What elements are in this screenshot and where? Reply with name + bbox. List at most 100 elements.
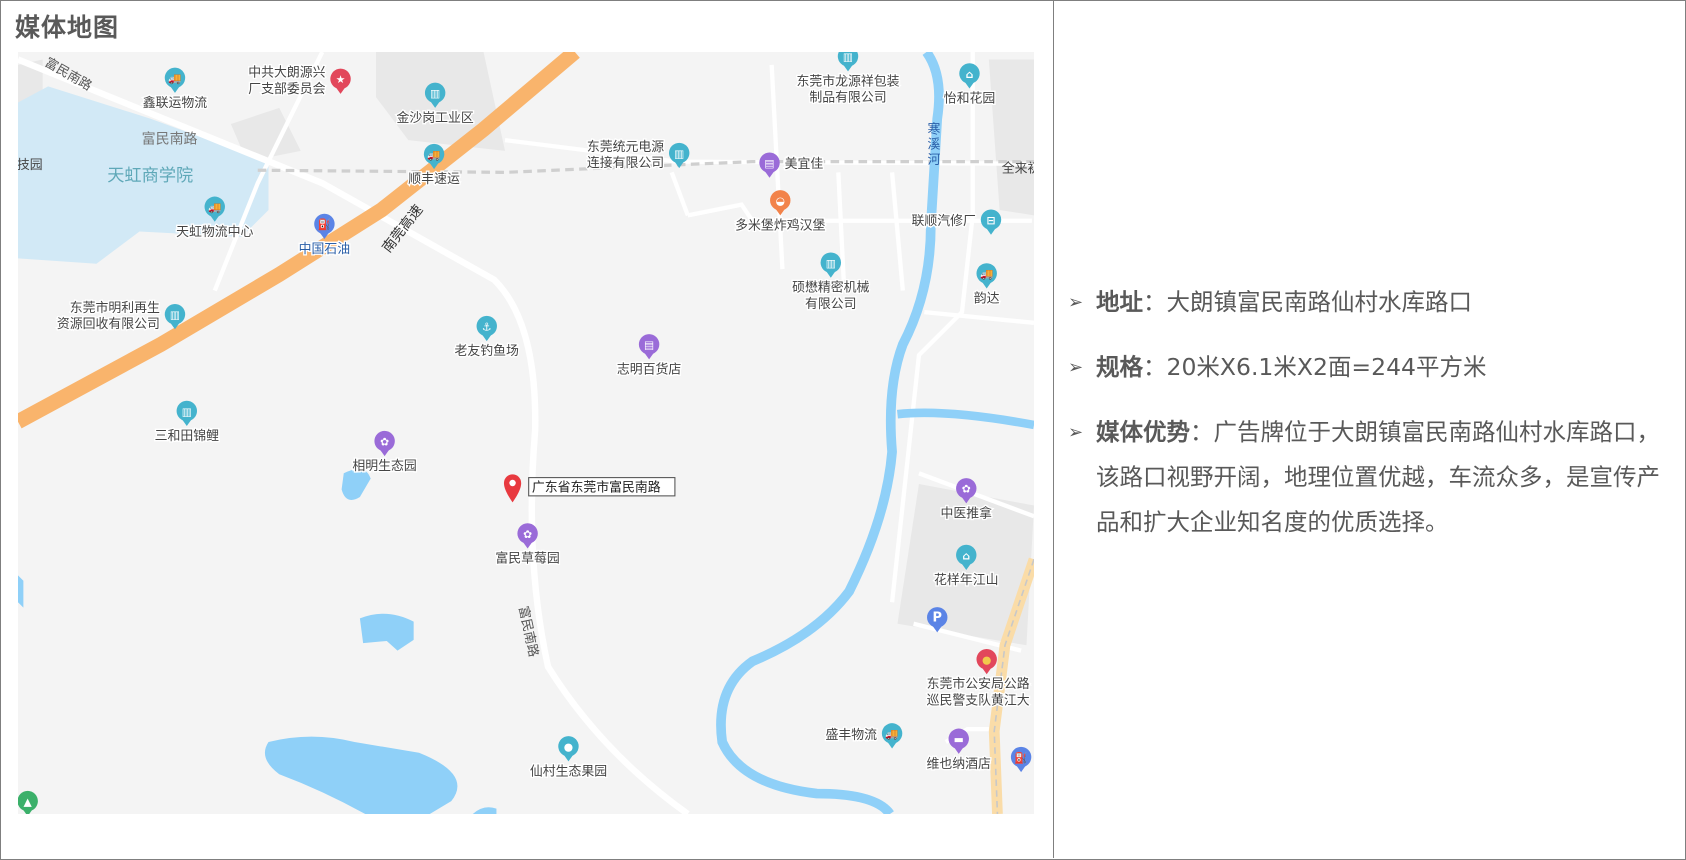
house-icon bbox=[956, 544, 977, 566]
info-address: ➢ 地址：大朗镇富民南路仙村水库路口 bbox=[1068, 280, 1668, 325]
poi-building[interactable]: ▥三和田锦鲤 bbox=[153, 400, 220, 445]
poi-star[interactable]: ★中共大朗源兴厂支部委员会 bbox=[247, 64, 351, 98]
truck-icon bbox=[976, 263, 997, 284]
P-icon bbox=[927, 607, 948, 628]
poi-car[interactable]: ⊟ 联顺汽修厂 bbox=[910, 209, 1002, 235]
poi-label: 鑫联运物流 bbox=[143, 95, 208, 111]
arrow-bullet-icon: ➢ bbox=[1068, 422, 1084, 443]
info-label: 媒体优势 bbox=[1096, 418, 1190, 446]
star-icon bbox=[330, 68, 351, 90]
building-glyph: ▥ bbox=[182, 405, 192, 418]
poi-label: 仙村生态果园 bbox=[530, 764, 607, 779]
info-sep: ： bbox=[1190, 418, 1214, 446]
area-label: 技园 bbox=[18, 158, 43, 173]
poi-house[interactable]: ⌂ 花样年江山 bbox=[933, 544, 1000, 589]
park-icon bbox=[374, 430, 395, 452]
red-pin-icon bbox=[503, 474, 522, 503]
area-label: 全来初 bbox=[1002, 160, 1034, 176]
truck-glyph: 🚚 bbox=[208, 201, 221, 214]
poi-fish[interactable]: ⚓老友钓鱼场 bbox=[453, 315, 520, 360]
poi-shop[interactable]: ▤美宜佳 bbox=[759, 152, 825, 178]
tree-glyph: ▲ bbox=[24, 795, 33, 808]
map-view[interactable]: 天虹商学院南莞高速富民南路富民南路富民南路寒溪河技园全来初 🚚鑫联运物流★中共大… bbox=[18, 52, 1034, 814]
info-advantage: ➢ 媒体优势：广告牌位于大朗镇富民南路仙村水库路口，该路口视野开阔，地理位置优越… bbox=[1068, 410, 1668, 545]
info-value: 广告牌位于大朗镇富民南路仙村水库路口，该路口视野开阔，地理位置优越，车流众多，是… bbox=[1096, 418, 1660, 536]
poi-truck[interactable]: 🚚盛丰物流 bbox=[824, 723, 903, 749]
poi-truck[interactable]: 🚚 天虹物流中心 bbox=[175, 196, 255, 241]
campus-lake-area bbox=[18, 86, 269, 264]
info-spec: ➢ 规格：20米X6.1米X2面=244平方米 bbox=[1068, 345, 1668, 390]
poi-fuel[interactable]: ⛽中国石油 bbox=[297, 213, 352, 258]
area-label: 寒 bbox=[928, 122, 941, 138]
poi-P[interactable]: P bbox=[927, 607, 948, 633]
bed-icon bbox=[948, 728, 969, 749]
poi-label: 多米堡炸鸡汉堡 bbox=[735, 217, 825, 233]
truck-icon bbox=[204, 196, 225, 217]
food-glyph: ◒ bbox=[776, 195, 785, 208]
fuel-icon bbox=[1010, 746, 1032, 768]
poi-label: 东莞市公安局公路巡民警支队黄江大 bbox=[927, 676, 1030, 708]
truck-icon bbox=[881, 723, 903, 744]
car-glyph: ⊟ bbox=[986, 214, 995, 227]
house-icon bbox=[959, 63, 980, 84]
poi-building[interactable]: ▥东莞统元电源连接有限公司 bbox=[586, 139, 690, 172]
dashed-boundary bbox=[257, 160, 1034, 174]
pin-glyph: ● bbox=[564, 741, 573, 754]
arrow-bullet-icon: ➢ bbox=[1068, 357, 1084, 378]
info-label: 规格 bbox=[1096, 353, 1143, 381]
river bbox=[716, 52, 1034, 814]
poi-park[interactable]: ✿ 富民草莓园 bbox=[494, 523, 561, 568]
poi-label: 东莞市龙源祥包装制品有限公司 bbox=[796, 73, 899, 105]
poi-label: 花样年江山 bbox=[934, 572, 998, 588]
poi-food[interactable]: ◒ 多米堡炸鸡汉堡 bbox=[734, 190, 827, 235]
poi-fuel[interactable]: ⛽ bbox=[1010, 746, 1032, 773]
poi-label: 老友钓鱼场 bbox=[455, 343, 520, 359]
poi-label: 东莞统元电源连接有限公司 bbox=[587, 140, 664, 171]
building-glyph: ▥ bbox=[430, 87, 440, 100]
poi-building[interactable]: ▥东莞市明利再生资源回收有限公司 bbox=[56, 299, 186, 334]
park-glyph: ✿ bbox=[962, 483, 971, 496]
fuel-glyph: ⛽ bbox=[1014, 751, 1027, 764]
poi-tree[interactable]: ▲ bbox=[18, 790, 38, 814]
poi-shop[interactable]: ▤志明百货店 bbox=[616, 334, 683, 379]
poi-truck[interactable]: 🚚 顺丰速运 bbox=[407, 143, 461, 188]
area-label: 富民南路 bbox=[142, 130, 198, 147]
building-glyph: ▥ bbox=[843, 52, 853, 64]
poi-label: 怡和花园 bbox=[944, 91, 996, 107]
poi-label: 硕懋精密机械有限公司 bbox=[792, 280, 869, 312]
truck-icon bbox=[423, 143, 445, 165]
park-glyph: ✿ bbox=[523, 528, 532, 541]
poi-label: 顺丰速运 bbox=[408, 172, 460, 187]
poi-label: 中共大朗源兴厂支部委员会 bbox=[248, 66, 325, 97]
poi-emblem[interactable]: ● 东莞市公安局公路巡民警支队黄江大 bbox=[925, 649, 1031, 710]
truck-glyph: 🚚 bbox=[168, 72, 181, 85]
area-label: 天虹商学院 bbox=[107, 166, 193, 186]
poi-bed[interactable]: ▬维也纳酒店 bbox=[925, 728, 992, 773]
emblem-glyph: ● bbox=[982, 654, 991, 667]
poi-building[interactable]: ▥金沙岗工业区 bbox=[395, 82, 475, 127]
poi-house[interactable]: ⌂怡和花园 bbox=[942, 63, 997, 108]
poi-park[interactable]: ✿相明生态园 bbox=[351, 430, 418, 475]
ponds bbox=[18, 469, 497, 814]
panel-divider bbox=[1053, 0, 1054, 858]
park-icon bbox=[956, 478, 977, 499]
house-glyph: ⌂ bbox=[962, 549, 970, 562]
building-icon bbox=[164, 304, 186, 325]
poi-building[interactable]: ▥硕懋精密机械有限公司 bbox=[791, 252, 871, 313]
poi-label: 富民草莓园 bbox=[495, 551, 559, 567]
poi-label: 天虹物流中心 bbox=[176, 225, 253, 240]
poi-building[interactable]: ▥ 东莞市龙源祥包装制品有限公司 bbox=[795, 52, 901, 107]
area-label: 河 bbox=[928, 153, 941, 168]
location-marker[interactable]: 广东省东莞市富民南路 bbox=[503, 474, 676, 503]
truck-glyph: 🚚 bbox=[885, 728, 898, 741]
truck-glyph: 🚚 bbox=[427, 148, 440, 161]
poi-label: 联顺汽修厂 bbox=[912, 214, 977, 229]
poi-park[interactable]: ✿中医推拿 bbox=[939, 478, 993, 523]
poi-truck[interactable]: 🚚 鑫联运物流 bbox=[141, 67, 209, 112]
building-icon bbox=[424, 82, 446, 104]
poi-label: 韵达 bbox=[974, 291, 1000, 306]
poi-truck[interactable]: 🚚韵达 bbox=[972, 263, 1001, 308]
poi-pin[interactable]: ● 仙村生态果园 bbox=[528, 736, 608, 781]
shop-icon bbox=[759, 152, 780, 173]
arrow-bullet-icon: ➢ bbox=[1068, 292, 1084, 313]
